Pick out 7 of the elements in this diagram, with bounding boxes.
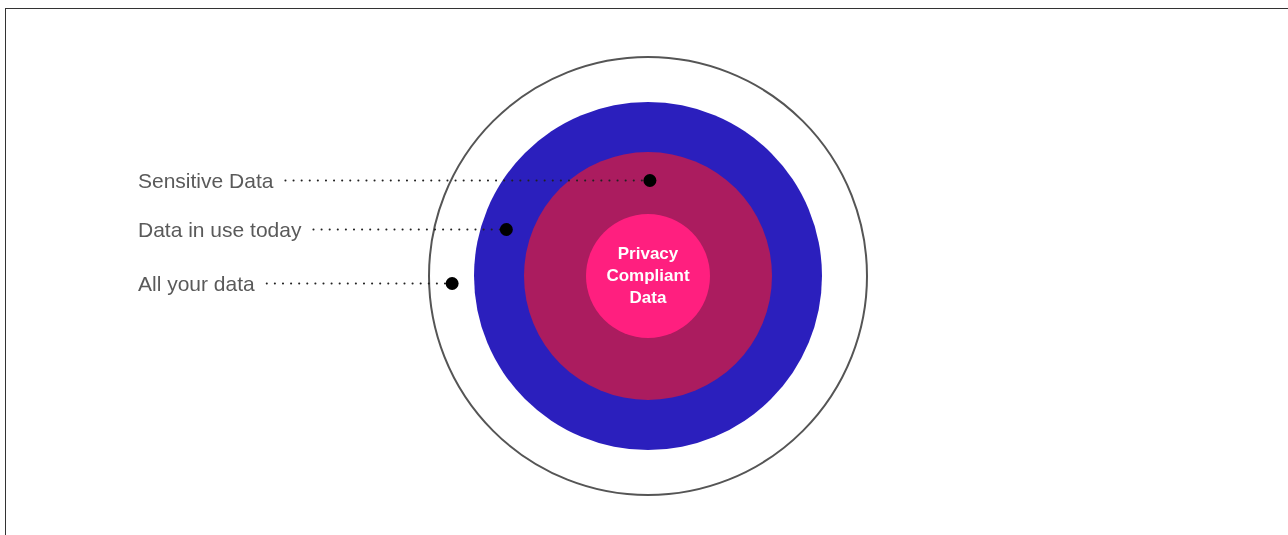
leader-line [265, 277, 459, 290]
circle-label: Privacy Compliant Data [605, 243, 691, 309]
leader-line [284, 174, 657, 187]
callout-label: All your data [138, 273, 255, 294]
callout-label: Sensitive Data [138, 170, 274, 191]
callout-label: Data in use today [138, 219, 302, 240]
leader-line [312, 223, 513, 236]
